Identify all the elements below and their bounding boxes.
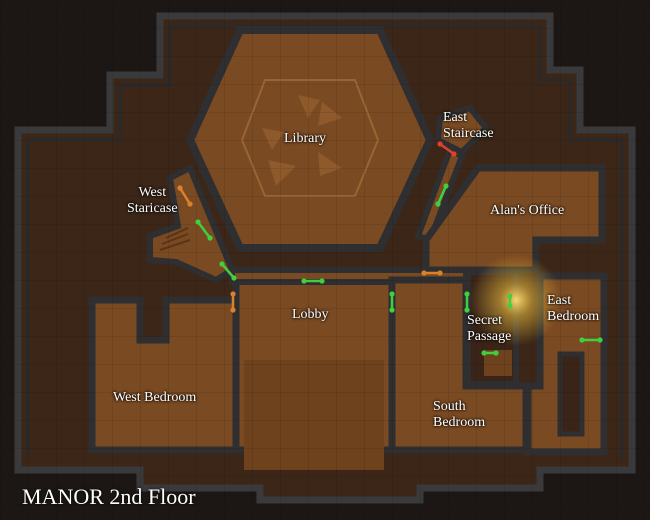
door-open-secret-passage-west[interactable]: [464, 291, 470, 313]
door-locked-office[interactable]: [421, 270, 443, 276]
south-bedroom-label: South Bedroom: [433, 399, 485, 431]
door-open-east-bedroom[interactable]: [579, 337, 603, 343]
secret-passage-label-line2: Passage: [467, 329, 512, 344]
east-bedroom-label: East Bedroom: [547, 293, 599, 325]
east-bedroom-label-line1: East: [547, 293, 572, 308]
door-open-secret-passage-south[interactable]: [481, 350, 499, 356]
lamp-glow: [470, 254, 562, 346]
lobby-label: Lobby: [292, 307, 329, 322]
east-staircase-label-line1: East: [443, 110, 468, 125]
secret-passage-label: Secret Passage: [467, 313, 511, 345]
east-staircase-label-line2: Staircase: [443, 126, 494, 141]
south-bedroom-label-line1: South: [433, 399, 466, 414]
door-open-lobby-east[interactable]: [389, 291, 395, 313]
door-open-east-corridor[interactable]: [435, 183, 449, 207]
west-staircase-label: West Staricase: [127, 185, 178, 217]
door-open-secret-passage-east[interactable]: [507, 293, 513, 309]
east-bedroom-label-line2: Bedroom: [547, 309, 600, 324]
door-open-west-staircase[interactable]: [195, 219, 213, 241]
west-staircase-label-line2: Staricase: [127, 201, 178, 216]
door-locked-west-bedroom[interactable]: [230, 291, 236, 313]
south-bedroom-label-line2: Bedroom: [433, 415, 486, 430]
secret-passage-label-line1: Secret: [467, 313, 502, 328]
library-label: Library: [284, 131, 326, 146]
east-staircase-label: East Staircase: [443, 110, 494, 142]
door-markers: [177, 141, 603, 356]
door-open-lobby-north[interactable]: [301, 278, 325, 284]
door-open-west-corridor[interactable]: [219, 261, 237, 281]
door-locked-west-staircase[interactable]: [177, 185, 193, 207]
west-staircase-label-line1: West: [138, 185, 167, 200]
alans-office-label: Alan's Office: [490, 203, 565, 218]
west-bedroom-label: West Bedroom: [113, 390, 197, 405]
door-blocked-east-staircase[interactable]: [437, 141, 457, 157]
map-title: MANOR 2nd Floor: [22, 484, 196, 509]
